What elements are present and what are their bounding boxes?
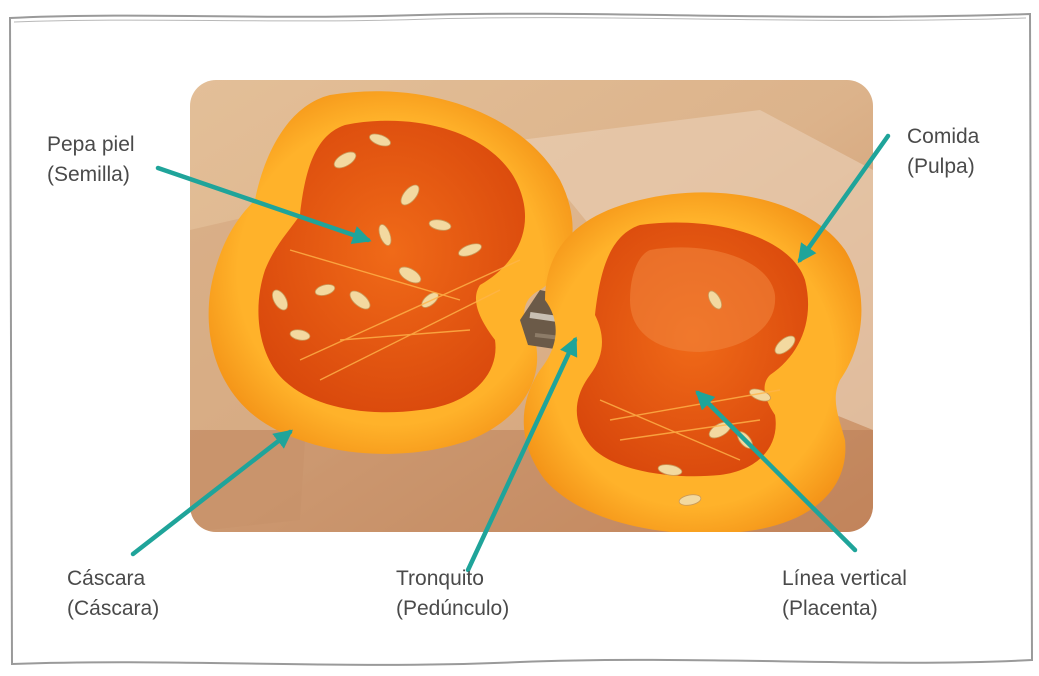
label-stem-line2: (Pedúnculo) <box>396 594 509 624</box>
label-seed-line1: Pepa piel <box>47 130 135 160</box>
label-pulp: Comida (Pulpa) <box>907 122 979 182</box>
label-pulp-line1: Comida <box>907 122 979 152</box>
label-seed-line2: (Semilla) <box>47 160 135 190</box>
label-placenta: Línea vertical (Placenta) <box>782 564 907 624</box>
label-rind-line2: (Cáscara) <box>67 594 159 624</box>
frame-border-inner <box>14 18 1026 22</box>
label-stem-line1: Tronquito <box>396 564 509 594</box>
label-seed: Pepa piel (Semilla) <box>47 130 135 190</box>
label-stem: Tronquito (Pedúnculo) <box>396 564 509 624</box>
label-rind: Cáscara (Cáscara) <box>67 564 159 624</box>
label-rind-line1: Cáscara <box>67 564 159 594</box>
label-placenta-line1: Línea vertical <box>782 564 907 594</box>
label-placenta-line2: (Placenta) <box>782 594 907 624</box>
label-pulp-line2: (Pulpa) <box>907 152 979 182</box>
